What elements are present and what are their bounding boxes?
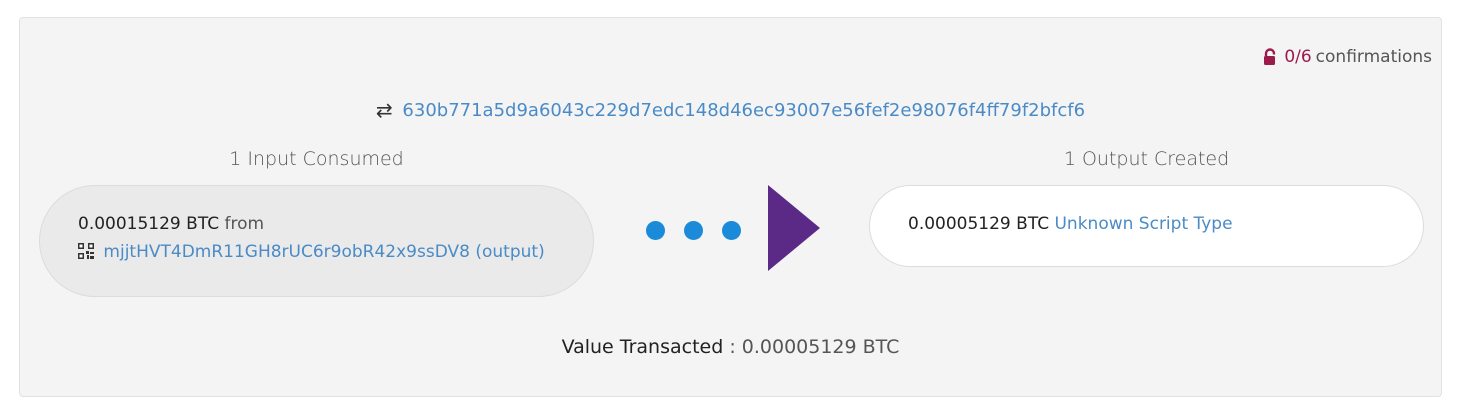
confirmations-count: 0/6 — [1284, 47, 1312, 67]
swap-arrows-icon: ⇄ — [375, 98, 393, 122]
outputs-title: 1 Output Created — [1063, 148, 1230, 170]
input-amount: 0.00015129 BTC — [78, 214, 220, 234]
value-transacted: Value Transacted : 0.00005129 BTC — [20, 336, 1441, 358]
output-script-type-link[interactable]: Unknown Script Type — [1054, 214, 1233, 234]
confirmations-status: 0/6 confirmations — [1263, 47, 1432, 67]
flow-dot — [646, 221, 665, 240]
transaction-panel: 0/6 confirmations ⇄ 630b771a5d9a6043c229… — [19, 17, 1442, 397]
confirmations-label: confirmations — [1315, 47, 1432, 67]
value-transacted-amount: 0.00005129 BTC — [741, 336, 900, 358]
from-label: from — [224, 214, 265, 234]
input-item: 0.00015129 BTC from mjjtHVT4DmR11GH8rUC6… — [39, 185, 594, 297]
input-address-link[interactable]: mjjtHVT4DmR11GH8rUC6r9obR42x9ssDV8 — [103, 242, 470, 262]
transaction-id-link[interactable]: 630b771a5d9a6043c229d7edc148d46ec93007e5… — [402, 100, 1086, 121]
qr-code-icon[interactable] — [78, 243, 94, 259]
output-item: 0.00005129 BTC Unknown Script Type — [869, 185, 1424, 267]
flow-dot — [684, 221, 703, 240]
transaction-id-row: ⇄ 630b771a5d9a6043c229d7edc148d46ec93007… — [20, 98, 1441, 122]
flow-dots — [646, 221, 741, 240]
flow-arrow-icon — [768, 185, 820, 271]
unlocked-lock-icon — [1264, 48, 1276, 65]
output-amount: 0.00005129 BTC — [908, 214, 1050, 234]
inputs-title: 1 Input Consumed — [229, 148, 404, 170]
value-separator: : — [723, 336, 742, 358]
value-transacted-label: Value Transacted — [561, 336, 724, 358]
input-output-link[interactable]: (output) — [475, 242, 545, 262]
flow-dot — [722, 221, 741, 240]
